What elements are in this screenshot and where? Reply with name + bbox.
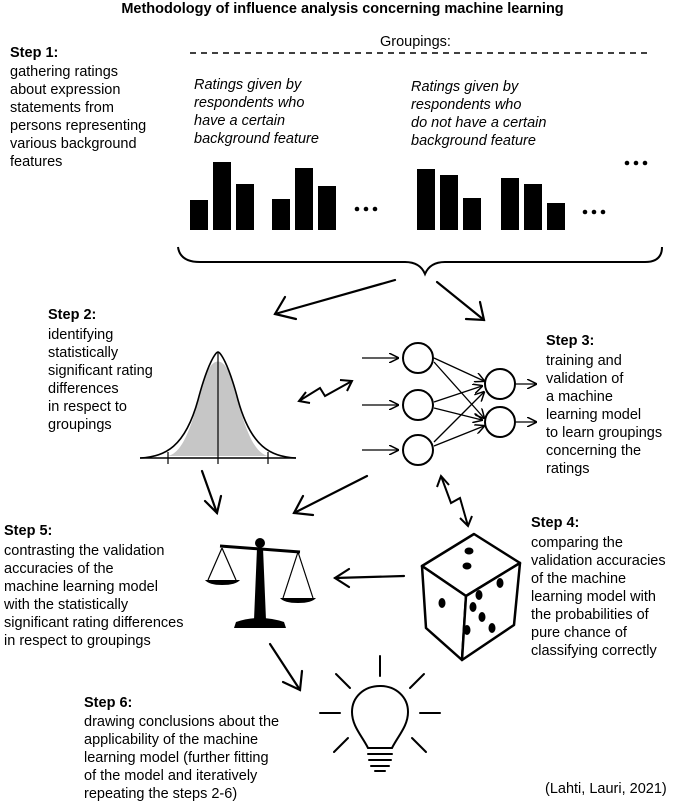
step-4-heading: Step 4:: [531, 515, 580, 531]
step-4-text: comparing the validation accuracies of t…: [531, 535, 666, 659]
step-2-text: identifying statistically significant ra…: [48, 327, 153, 433]
group-b-label: Ratings given by respondents who do not …: [411, 79, 547, 149]
arrow-to-step-3: [435, 280, 486, 322]
step-2-heading: Step 2:: [48, 307, 97, 323]
step-6-text: drawing conclusions about the applicabil…: [84, 714, 280, 802]
groupings-label: Groupings:: [380, 34, 451, 50]
step-5-heading: Step 5:: [4, 523, 53, 539]
light-bulb-icon: [319, 655, 441, 772]
step-3-text: training and validation of a machine lea…: [546, 353, 663, 477]
page-title: Methodology of influence analysis concer…: [121, 1, 564, 17]
normal-distribution-icon: [139, 351, 297, 464]
credit-text: (Lahti, Lauri, 2021): [545, 781, 667, 797]
dice-icon: [420, 532, 522, 662]
step-3-heading: Step 3:: [546, 333, 595, 349]
lightning-bidirectional-icon: [297, 379, 354, 404]
step-6-heading: Step 6:: [84, 695, 133, 711]
arrow-to-step-2: [273, 278, 397, 316]
bar-chart-icon: [190, 160, 648, 230]
step-1-heading: Step 1:: [10, 45, 59, 61]
arrow-step3-to-step5: [292, 474, 369, 515]
arrow-step4-to-step5: [333, 574, 406, 580]
group-a-label: Ratings given by respondents who have a …: [194, 77, 319, 147]
step-1-text: gathering ratings about expression state…: [10, 64, 147, 170]
step-5-text: contrasting the validation accuracies of…: [4, 543, 184, 649]
grouping-brace: [177, 246, 663, 277]
arrow-step5-to-step6: [268, 642, 302, 692]
balance-scale-icon: [205, 538, 316, 628]
arrow-step2-to-step5: [200, 469, 219, 515]
lightning-vertical-icon: [436, 474, 473, 528]
neural-network-icon: [362, 342, 536, 466]
